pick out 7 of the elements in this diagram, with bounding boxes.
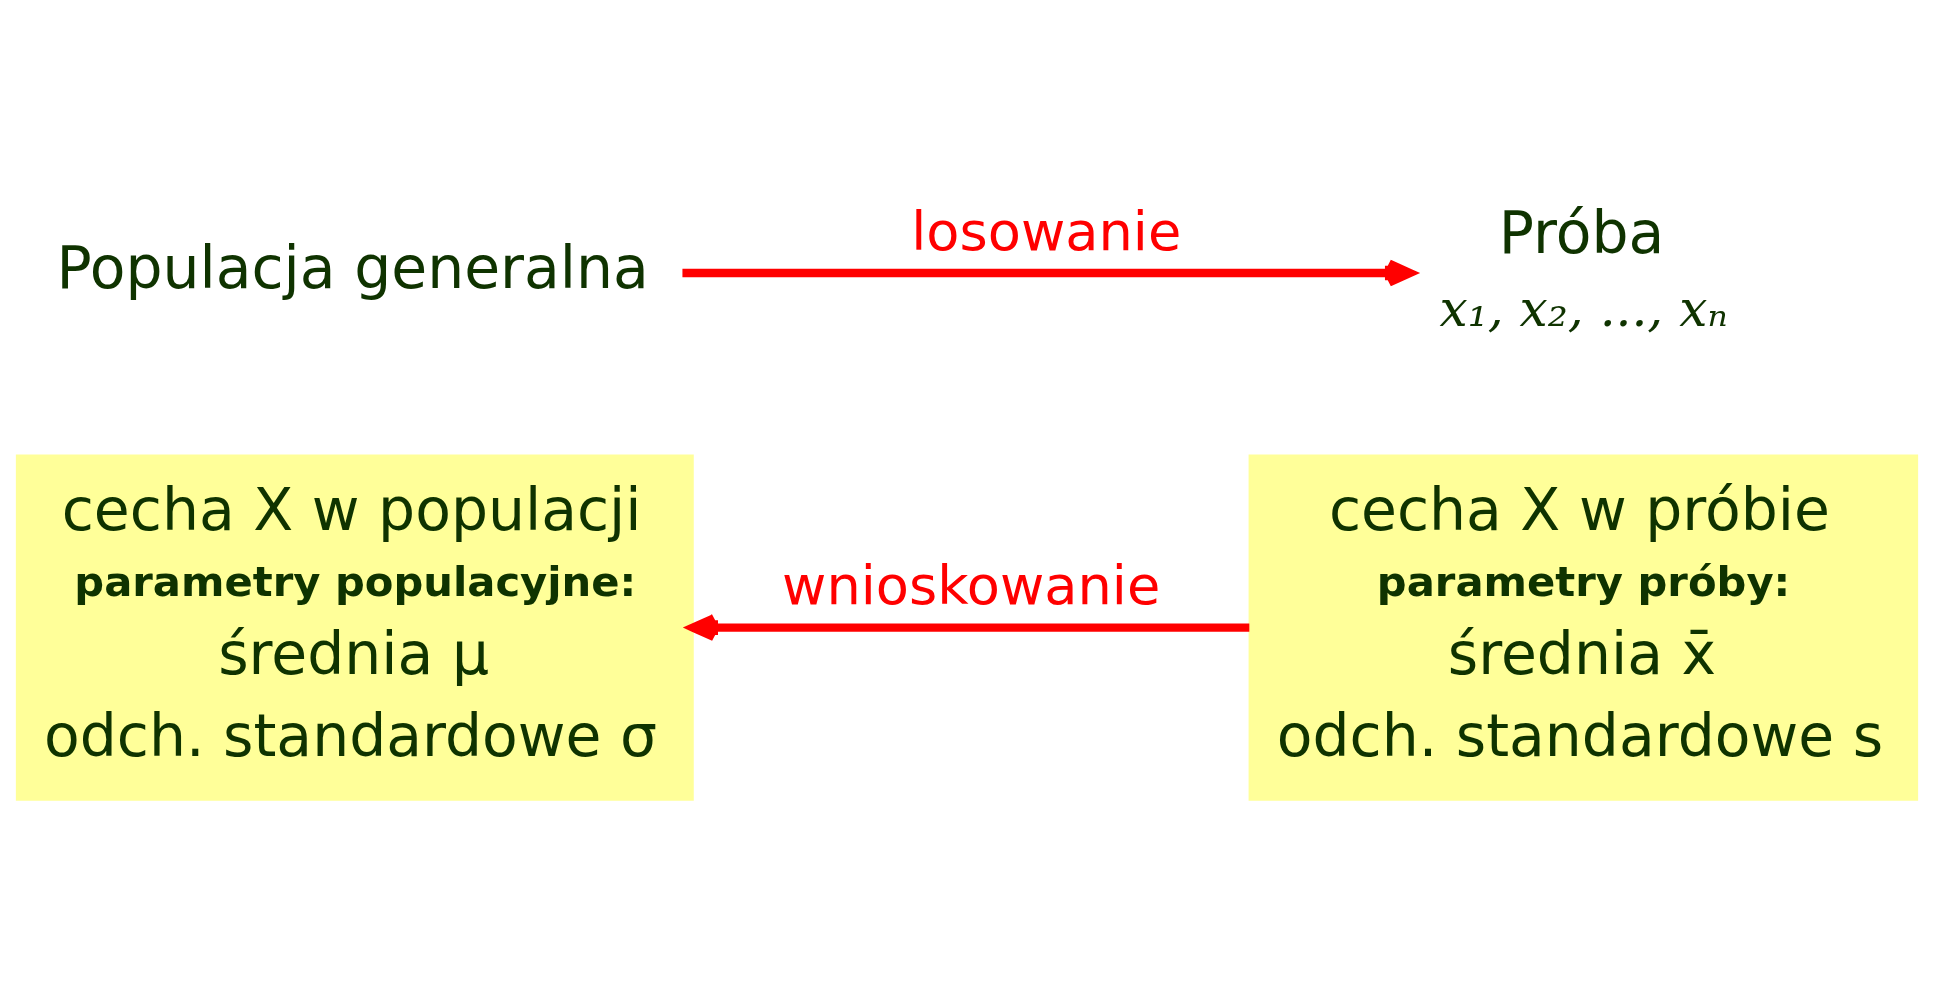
edge-label: losowanie bbox=[911, 199, 1182, 263]
node-box: cecha X w próbie parametry próby: średnia x̄ odch. standardowe s bbox=[1248, 454, 1919, 801]
node-text: Populacja generalna bbox=[56, 234, 649, 303]
node-text: Próba bbox=[1498, 198, 1665, 267]
edge-label: wnioskowanie bbox=[782, 554, 1161, 618]
node-box: cecha X w populacji parametry populacyjne: średnia μ odch. standardowe σ bbox=[15, 454, 694, 801]
node-label: x₁, x₂, ..., xₙ bbox=[1439, 279, 1728, 338]
